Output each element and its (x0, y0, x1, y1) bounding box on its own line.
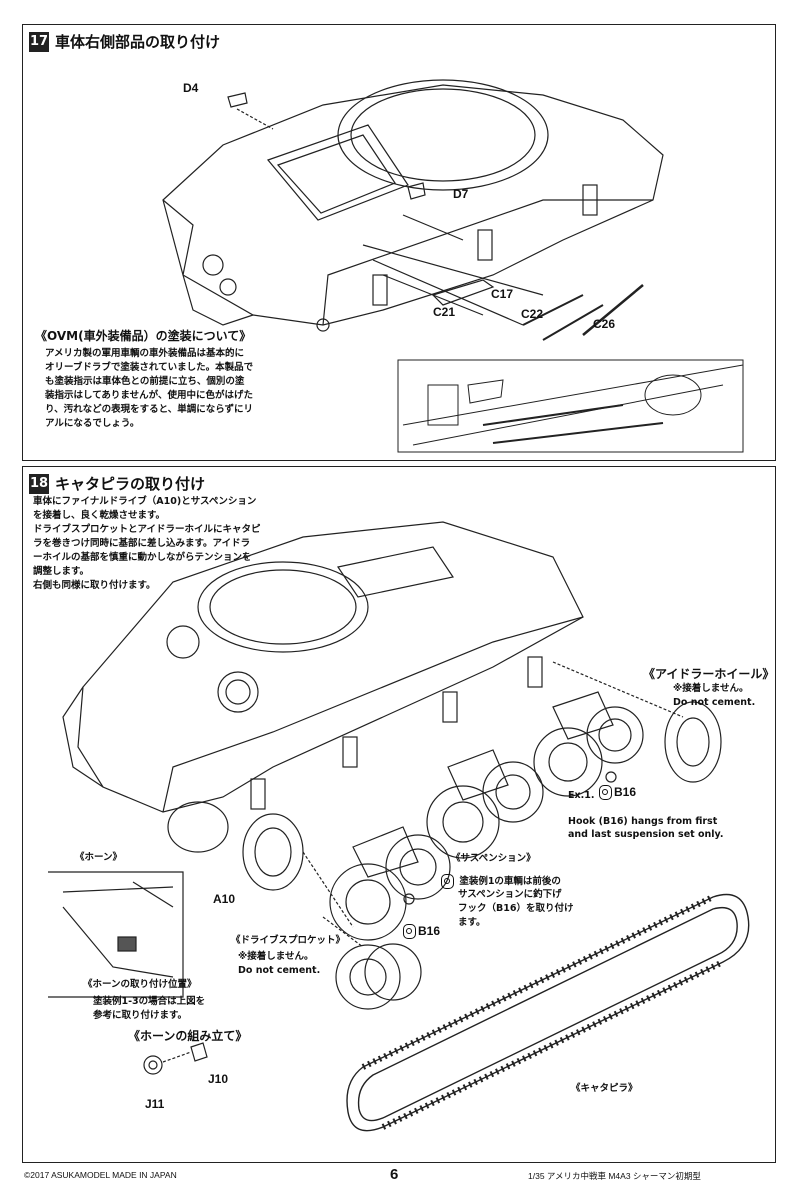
intro-line: を接着し、良く乾燥させます。 (33, 510, 166, 521)
step-18-panel: 18 キャタピラの取り付け 車体にファイナルドライブ（A10)とサスペンション … (22, 466, 776, 1163)
step-17-panel: 17 車体右側部品の取り付け (22, 24, 776, 461)
ovm-line: り、汚れなどの表現をすると、単調にならずにリ (45, 404, 254, 415)
intro-line: ラを巻きつけ同時に基部に差し込みます。アイドラ (33, 538, 251, 549)
track-label: 《キャタピラ》 (571, 1083, 638, 1094)
step-18-number: 18 (29, 473, 49, 494)
scheme-note-line: ます。 (458, 917, 486, 928)
step-17-header: 17 車体右側部品の取り付け (29, 31, 220, 52)
step-17-number: 17 (29, 31, 49, 52)
idler-no-cement-jp: ※接着しません。 (673, 683, 749, 694)
ovm-note: アメリカ製の軍用車輌の車外装備品は基本的に オリーブドラブで塗装されていました。… (45, 347, 253, 431)
intro-line: 調整します。 (33, 566, 90, 577)
ovm-heading: 《OVM(車外装備品）の塗装について》 (35, 329, 252, 343)
intro-line: 車体にファイナルドライブ（A10)とサスペンション (33, 496, 257, 507)
part-d4-label: D4 (183, 81, 199, 95)
part-a10-label: A10 (213, 892, 236, 906)
hook-icon (599, 785, 612, 801)
part-c26-label: C26 (593, 317, 616, 331)
intro-line: ーホイルの基部を慎重に動かしながらテンションを (33, 552, 252, 563)
footer-copyright: ©2017 ASUKAMODEL MADE IN JAPAN (24, 1170, 177, 1180)
horn-position-heading: 《ホーンの取り付け位置》 (83, 979, 197, 990)
idler-heading: 《アイドラーホイール》 (643, 667, 775, 681)
hook-icon (403, 924, 416, 940)
ovm-line: も塗装指示は車体色との前提に立ち、個別の塗 (45, 376, 245, 387)
step-18-intro: 車体にファイナルドライブ（A10)とサスペンション を接着し、良く乾燥させます。… (33, 495, 261, 593)
step-17-title: 車体右側部品の取り付け (55, 33, 221, 51)
footer-product: 1/35 アメリカ中戦車 M4A3 シャーマン初期型 (528, 1171, 701, 1181)
scheme-note: 塗装例1の車輌は前後の (441, 874, 561, 889)
ex1-text-1: Hook (B16) hangs from first (568, 816, 718, 827)
scheme-note-line: 塗装例1の車輌は前後の (459, 876, 561, 887)
ovm-line: オリーブドラブで塗装されていました。本製品で (45, 362, 254, 373)
scheme-note-line: サスペンションに釣下げ (458, 889, 562, 900)
ex1-text-2: and last suspension set only. (568, 829, 724, 840)
sprocket-heading: 《ドライブスプロケット》 (231, 935, 346, 946)
intro-line: ドライブスプロケットとアイドラーホイルにキャタピ (33, 524, 261, 535)
step-18-drawing (48, 521, 750, 1132)
horn-assembly-heading: 《ホーンの組み立て》 (128, 1029, 248, 1043)
ex1-part-label: B16 (614, 785, 637, 799)
part-c21-label: C21 (433, 305, 456, 319)
hook-icon (441, 874, 454, 889)
part-d7-label: D7 (453, 187, 469, 201)
page-number: 6 (390, 1166, 399, 1183)
part-c17-label: C17 (491, 287, 514, 301)
ovm-line: アメリカ製の軍用車輌の車外装備品は基本的に (45, 348, 245, 359)
ex1-part: B16 (599, 785, 637, 801)
part-b16-text: B16 (418, 924, 441, 938)
part-b16-label: B16 (403, 924, 441, 940)
step-18-header: 18 キャタピラの取り付け (29, 473, 205, 494)
step-17-hull-drawing (162, 79, 744, 453)
part-j11-label: J11 (145, 1097, 165, 1111)
step-18-title: キャタピラの取り付け (55, 475, 206, 493)
horn-position-line: 参考に取り付けます。 (93, 1010, 188, 1021)
ex1-label: Ex.1. (568, 790, 595, 801)
horn-position-line: 塗装例1-3の場合は上図を (93, 996, 206, 1007)
sprocket-no-cement-en: Do not cement. (238, 965, 321, 976)
intro-line: 右側も同様に取り付けます。 (33, 580, 156, 591)
sprocket-no-cement-jp: ※接着しません。 (238, 951, 314, 962)
idler-no-cement-en: Do not cement. (673, 697, 756, 708)
part-c22-label: C22 (521, 307, 544, 321)
part-j10-label: J10 (208, 1072, 229, 1086)
ovm-line: 装指示はしてありませんが、使用中に色がはげた (45, 390, 253, 401)
suspension-heading: 《サスペンション》 (451, 853, 536, 864)
scheme-note-line: フック（B16）を取り付け (458, 903, 574, 914)
ovm-line: アルになるでしょう。 (45, 418, 140, 429)
horn-label: 《ホーン》 (75, 852, 123, 863)
